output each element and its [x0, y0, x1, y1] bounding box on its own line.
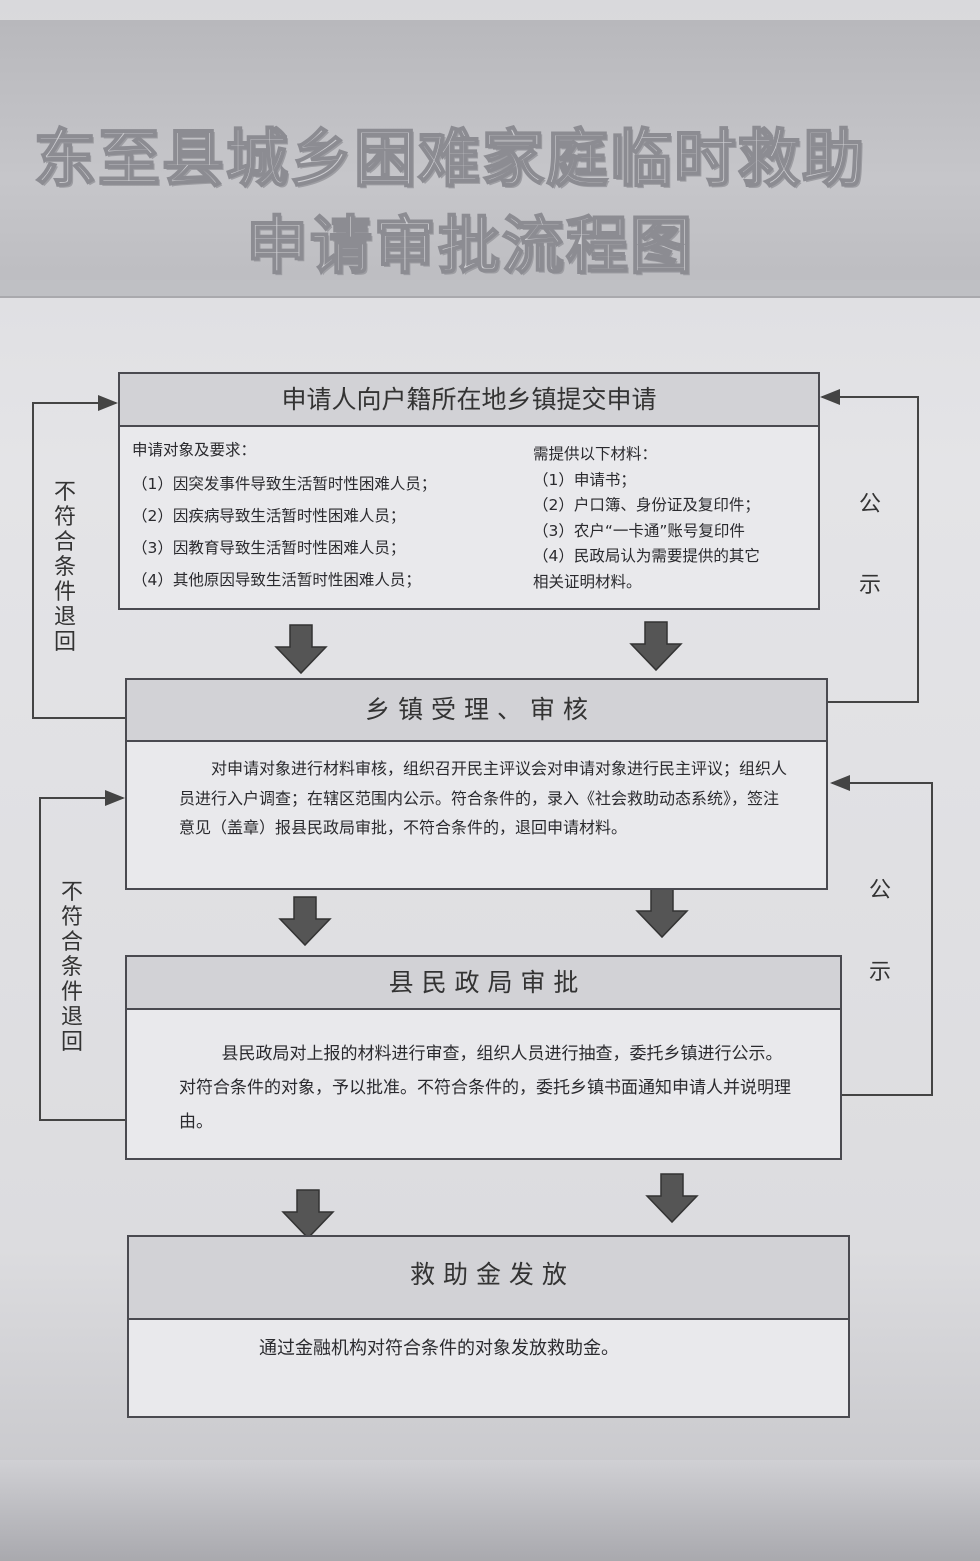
requirements-list: 申请对象及要求： （1）因突发事件导致生活暂时性困难人员； （2）因疾病导致生活… [132, 438, 436, 596]
step-county-approval-heading: 县 民 政 局 审 批 [127, 957, 840, 1010]
down-arrow-2a [278, 896, 332, 947]
step-apply-box: 申请人向户籍所在地乡镇提交申请 申请对象及要求： （1）因突发事件导致生活暂时性… [118, 372, 820, 610]
bottom-decoration [0, 1460, 980, 1561]
materials-list: 需提供以下材料： （1）申请书； （2）户口簿、身份证及复印件； （3）农户“一… [533, 442, 760, 595]
publicity-line-2 [830, 775, 933, 1096]
step-county-approval-text: 县民政局对上报的材料进行审查，组织人员进行抽查，委托乡镇进行公示。对符合条件的对… [179, 1044, 791, 1132]
step-apply-heading: 申请人向户籍所在地乡镇提交申请 [120, 374, 818, 427]
requirement-item: （3）因教育导致生活暂时性困难人员； [132, 539, 406, 557]
down-arrow-3b [645, 1173, 699, 1224]
publicity-label-1b: 示 [858, 573, 881, 598]
down-arrow-1a [274, 624, 328, 675]
publicity-label-2b: 示 [868, 960, 891, 985]
material-item: （4）民政局认为需要提供的其它 [533, 547, 760, 565]
step-disbursement-text: 通过金融机构对符合条件的对象发放救助金。 [259, 1338, 619, 1359]
title-banner [0, 20, 980, 285]
step-township-review-text: 对申请对象进行材料审核，组织召开民主评议会对申请对象进行民主评议；组织人员进行入… [179, 759, 788, 837]
requirement-item: （2）因疾病导致生活暂时性困难人员； [132, 507, 406, 525]
step-disbursement-box: 救 助 金 发 放 通过金融机构对符合条件的对象发放救助金。 [127, 1235, 850, 1418]
step-disbursement-heading: 救 助 金 发 放 [129, 1237, 848, 1320]
down-arrow-1b [629, 621, 683, 672]
materials-title: 需提供以下材料： [533, 445, 658, 463]
step-township-review-box: 乡 镇 受 理 、 审 核 对申请对象进行材料审核，组织召开民主评议会对申请对象… [125, 678, 828, 890]
return-line-1 [32, 395, 125, 719]
step-township-review-heading: 乡 镇 受 理 、 审 核 [127, 680, 826, 742]
material-item: （1）申请书； [533, 470, 636, 489]
requirement-item: （1）因突发事件导致生活暂时性困难人员； [132, 475, 437, 493]
return-line-2 [39, 790, 126, 1121]
down-arrow-3a [281, 1189, 335, 1240]
material-item: （3）农户“一卡通”账号复印件 [533, 521, 745, 540]
publicity-label-2a: 公 [868, 878, 891, 903]
step-county-approval-box: 县 民 政 局 审 批 县民政局对上报的材料进行审查，组织人员进行抽查，委托乡镇… [125, 955, 842, 1160]
return-label-2: 不符合条件退回 [60, 880, 83, 1055]
title-line-2: 申请审批流程图 [245, 208, 694, 283]
return-label-1: 不符合条件退回 [53, 480, 76, 655]
title-line-1: 东至县城乡困难家庭临时救助 [33, 121, 866, 196]
down-arrow-2b [635, 888, 689, 939]
material-item: 相关证明材料。 [533, 572, 642, 591]
requirements-title: 申请对象及要求： [132, 441, 257, 459]
publicity-label-1a: 公 [858, 492, 881, 517]
requirement-item: （4）其他原因导致生活暂时性困难人员； [132, 571, 421, 589]
divider-band [0, 280, 980, 298]
publicity-line-1 [820, 389, 919, 703]
material-item: （2）户口簿、身份证及复印件； [533, 496, 760, 514]
